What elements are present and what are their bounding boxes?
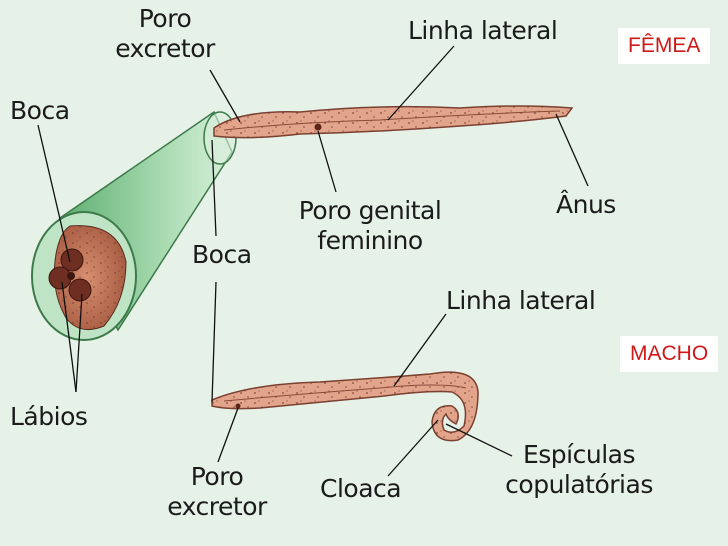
- badge-femea: FÊMEA: [618, 28, 711, 64]
- male-excretory-pore: [235, 403, 241, 409]
- label-boca-mid: Boca: [192, 240, 252, 269]
- leader-linha-lateral-top: [387, 45, 455, 121]
- leader-boca-mid-down: [211, 281, 217, 403]
- leader-lines: [37, 45, 589, 477]
- leader-poro-excretor-bottom: [217, 407, 239, 463]
- lip-3: [68, 278, 92, 302]
- label-poro-excretor-top: Poro excretor: [115, 4, 215, 63]
- badge-macho: MACHO: [620, 336, 719, 372]
- label-cloaca: Cloaca: [320, 474, 402, 503]
- label-espiculas: Espículas copulatórias: [505, 440, 653, 499]
- leader-espiculas: [445, 423, 513, 457]
- leader-boca-left: [37, 124, 71, 263]
- female-genital-pore: [314, 123, 322, 131]
- label-poro-excretor-bottom: Poro excretor: [167, 462, 267, 521]
- leader-poro-genital: [317, 130, 337, 193]
- leader-labios-2: [75, 293, 83, 393]
- label-poro-genital: Poro genital feminino: [298, 196, 442, 255]
- mouth-center: [67, 272, 75, 280]
- female-lateral-line: [223, 110, 561, 131]
- leader-poro-excretor-top: [209, 69, 241, 123]
- lip-1: [60, 248, 84, 272]
- leader-anus: [555, 113, 589, 187]
- label-anus: Ânus: [556, 190, 616, 219]
- male-lateral-line: [223, 384, 467, 402]
- leader-labios-1: [61, 281, 77, 393]
- label-labios: Lábios: [10, 402, 88, 431]
- label-boca-left: Boca: [10, 96, 70, 125]
- label-linha-lateral-bottom: Linha lateral: [446, 286, 596, 315]
- leader-cloaca: [387, 419, 439, 477]
- leader-linha-lateral-bottom: [393, 313, 447, 387]
- leader-boca-mid-up: [211, 139, 217, 237]
- label-linha-lateral-top: Linha lateral: [408, 16, 558, 45]
